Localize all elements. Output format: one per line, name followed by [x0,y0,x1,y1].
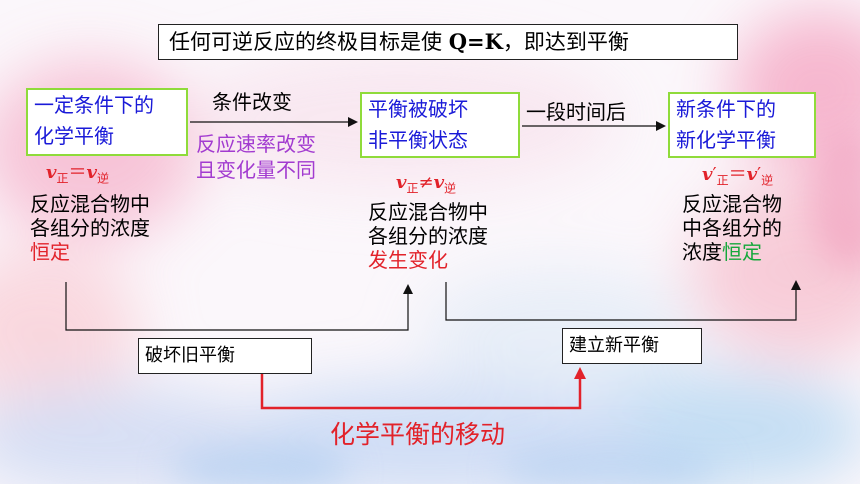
equilibrium-shift-label: 化学平衡的移动 [330,420,506,449]
establish-new-equilibrium-box: 建立新平衡 [562,328,702,364]
title-text: 任何可逆反应的终极目标是使 Q=K，即达到平衡 [169,29,629,54]
new-concentration-line2: 中各组分的 [682,216,782,240]
broken-equilibrium-box: 平衡被破坏 非平衡状态 [360,92,520,158]
rate-relation-initial: v正＝v逆 [46,162,109,186]
initial-equilibrium-box: 一定条件下的 化学平衡 [26,88,188,156]
broken-equilibrium-line2: 非平衡状态 [368,128,468,152]
new-concentration-line3: 浓度恒定 [682,240,762,264]
new-concentration-line1: 反应混合物 [682,192,782,216]
destroy-old-equilibrium-box: 破坏旧平衡 [138,338,312,374]
new-equilibrium-line1: 新条件下的 [676,97,776,121]
initial-equilibrium-line2: 化学平衡 [34,124,114,148]
new-equilibrium-box: 新条件下的 新化学平衡 [668,92,816,158]
destroy-old-equilibrium-label: 破坏旧平衡 [145,345,235,366]
rate-change-note-line2: 且变化量不同 [196,158,316,182]
new-equilibrium-line2: 新化学平衡 [676,128,776,152]
initial-equilibrium-line1: 一定条件下的 [34,93,154,117]
establish-new-equilibrium-label: 建立新平衡 [569,335,659,356]
initial-concentration-line3: 恒定 [30,240,70,264]
rate-change-note-line1: 反应速率改变 [196,132,316,156]
broken-concentration-line1: 反应混合物中 [368,200,488,224]
initial-concentration-line2: 各组分的浓度 [30,216,150,240]
rate-relation-broken: v正≠v逆 [396,172,457,196]
broken-equilibrium-line1: 平衡被破坏 [368,97,468,121]
broken-concentration-text: 反应混合物中 各组分的浓度 发生变化 [368,200,488,272]
broken-concentration-line3: 发生变化 [368,248,448,272]
broken-concentration-line2: 各组分的浓度 [368,224,488,248]
after-time-label: 一段时间后 [526,100,626,124]
new-concentration-text: 反应混合物 中各组分的 浓度恒定 [682,192,782,264]
condition-change-label: 条件改变 [212,90,292,114]
initial-concentration-text: 反应混合物中 各组分的浓度 恒定 [30,192,150,264]
initial-concentration-line1: 反应混合物中 [30,192,150,216]
rate-relation-new: v′正＝v′逆 [702,164,774,188]
title-box: 任何可逆反应的终极目标是使 Q=K，即达到平衡 [158,24,738,60]
